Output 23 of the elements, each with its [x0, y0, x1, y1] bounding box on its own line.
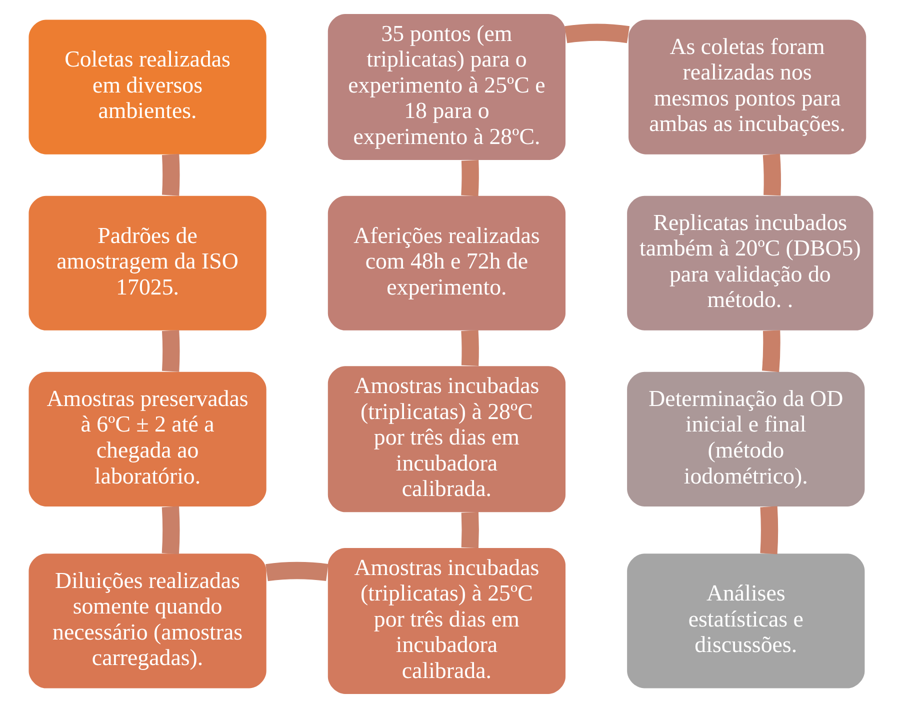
- node-box: Amostras incubadas (triplicatas) à 28ºC por três dias em incubadora calibrada.: [328, 366, 566, 512]
- node-box: Replicatas incubados também à 20ºC (DBO5) para validação do método. .: [627, 196, 874, 330]
- connector: [162, 506, 180, 554]
- node-box: Coletas realizadas em diversos ambientes.: [28, 20, 266, 154]
- node-box: Padrões de amostragem da ISO 17025.: [28, 196, 266, 330]
- connector: [762, 154, 781, 196]
- connector: [762, 330, 780, 372]
- node-box: Aferições realizadas com 48h e 72h de experimento.: [328, 196, 566, 330]
- connector: [266, 562, 328, 582]
- connector: [461, 160, 479, 196]
- node-box: Análises estatísticas e discussões.: [627, 554, 865, 688]
- node-box: Diluições realizadas somente quando necessário (amostras carregadas).: [28, 554, 266, 688]
- node-box: Determinação da OD inicial e final (método iodométrico).: [627, 372, 865, 506]
- connector: [162, 154, 180, 196]
- connector: [760, 506, 778, 554]
- connector: [162, 330, 180, 372]
- connector: [461, 512, 479, 548]
- connector: [461, 330, 479, 366]
- connector: [564, 24, 630, 44]
- node-box: Amostras incubadas (triplicatas) à 25ºC por três dias em incubadora calibrada.: [328, 548, 566, 694]
- node-box: As coletas foram realizadas nos mesmos pontos para ambas as incubações.: [628, 20, 866, 154]
- node-box: 35 pontos (em triplicatas) para o experimento à 25ºC e 18 para o experimento à 28ºC.: [328, 14, 566, 160]
- node-box: Amostras preservadas à 6ºC ± 2 até a chegada ao laboratório.: [28, 372, 266, 506]
